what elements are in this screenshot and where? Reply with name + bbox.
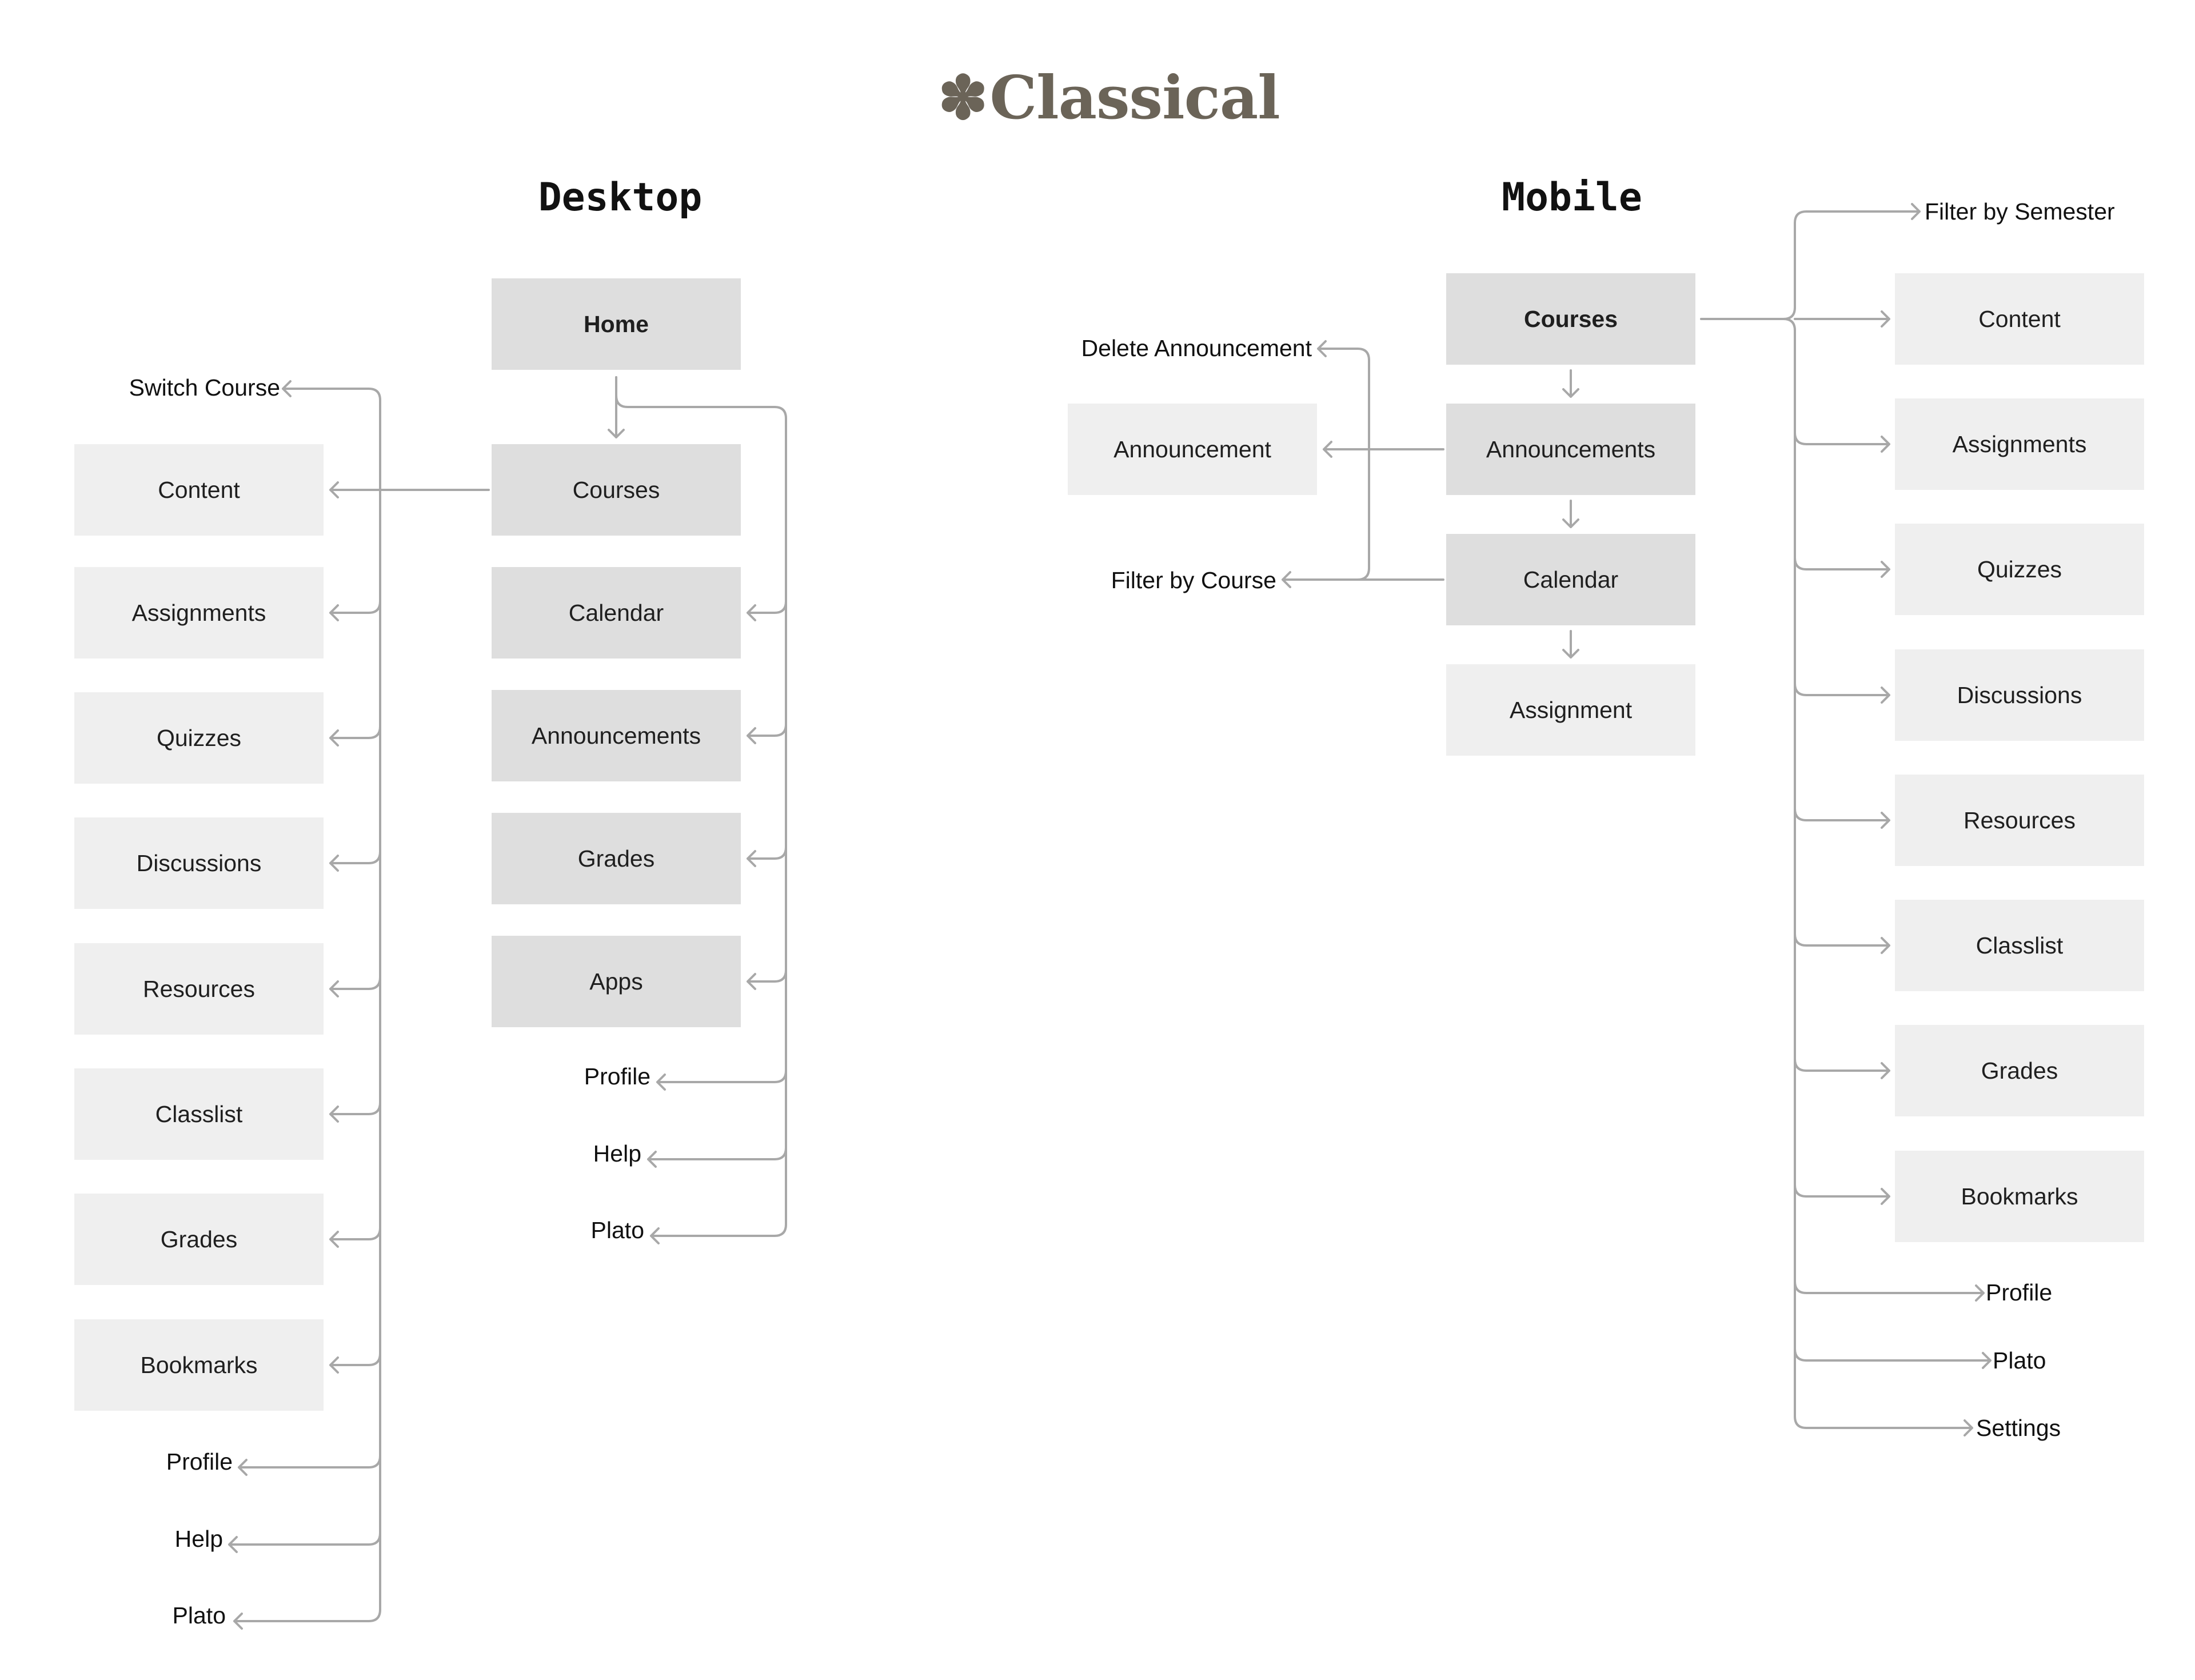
desktop-course-item-classlist: Classlist bbox=[74, 1068, 324, 1160]
desktop-switch-course-label: Switch Course bbox=[129, 374, 280, 401]
desktop-course-branch-0 bbox=[329, 600, 381, 621]
desktop-heading: Desktop bbox=[538, 174, 703, 220]
desktop-course-link-profile: Profile bbox=[166, 1448, 233, 1475]
desktop-nav-branch-profile bbox=[656, 1070, 787, 1091]
desktop-course-branch-profile bbox=[238, 1455, 381, 1476]
desktop-course-branch-6 bbox=[329, 1352, 381, 1374]
desktop-nav-calendar: Calendar bbox=[492, 567, 741, 659]
desktop-nav-branch-plato bbox=[650, 1227, 776, 1244]
switch-course-branch bbox=[282, 380, 381, 401]
mobile-courses-to-announcements bbox=[1562, 369, 1579, 398]
mobile-courses-node: Courses bbox=[1446, 273, 1695, 365]
mobile-course-item-discussions: Discussions bbox=[1895, 649, 2144, 741]
mobile-calendar-to-assignment bbox=[1562, 630, 1579, 659]
desktop-course-item-discussions: Discussions bbox=[74, 817, 324, 909]
desktop-nav-announcements: Announcements bbox=[492, 690, 741, 781]
desktop-course-item-resources: Resources bbox=[74, 943, 324, 1035]
mobile-course-branch-profile bbox=[1794, 1280, 1985, 1302]
mobile-calendar-to-filter bbox=[1282, 571, 1444, 588]
mobile-course-branch-3 bbox=[1794, 808, 1890, 829]
mobile-delete-announcement-label: Delete Announcement bbox=[1081, 334, 1312, 361]
mobile-filter-by-semester-label: Filter by Semester bbox=[1925, 198, 2115, 225]
desktop-nav-link-profile: Profile bbox=[584, 1063, 650, 1090]
logo-text: Classical bbox=[989, 62, 1280, 133]
desktop-course-branch-2 bbox=[329, 851, 381, 872]
mobile-course-item-assignments: Assignments bbox=[1895, 398, 2144, 490]
mobile-course-item-resources: Resources bbox=[1895, 775, 2144, 866]
logo-mark-icon: ✽ bbox=[938, 62, 988, 133]
desktop-nav-apps: Apps bbox=[492, 936, 741, 1027]
desktop-course-item-assignments: Assignments bbox=[74, 567, 324, 659]
mobile-announcements-node: Announcements bbox=[1446, 404, 1695, 495]
courses-to-content-connector bbox=[329, 481, 490, 498]
desktop-course-trunk bbox=[233, 399, 381, 1630]
desktop-course-link-help: Help bbox=[174, 1525, 223, 1552]
mobile-course-branch-4 bbox=[1794, 933, 1890, 954]
mobile-course-item-grades: Grades bbox=[1895, 1025, 2144, 1116]
mobile-filter-by-course-label: Filter by Course bbox=[1111, 566, 1276, 593]
desktop-course-link-plato: Plato bbox=[172, 1602, 226, 1629]
desktop-home-node: Home bbox=[492, 278, 741, 370]
desktop-nav-trunk bbox=[615, 376, 787, 1237]
mobile-course-link-settings: Settings bbox=[1976, 1414, 2061, 1441]
desktop-nav-link-help: Help bbox=[593, 1140, 641, 1167]
mobile-filter-semester-branch bbox=[1700, 203, 1921, 320]
mobile-course-link-plato: Plato bbox=[1993, 1347, 2046, 1374]
desktop-course-branch-help bbox=[228, 1532, 381, 1553]
desktop-course-item-quizzes: Quizzes bbox=[74, 692, 324, 784]
desktop-courses-node: Courses bbox=[492, 444, 741, 536]
mobile-announcements-to-announcement bbox=[1323, 441, 1444, 458]
desktop-nav-branch-2 bbox=[747, 846, 787, 867]
mobile-course-branch-2 bbox=[1794, 683, 1890, 704]
mobile-course-branch-5 bbox=[1794, 1058, 1890, 1079]
mobile-courses-to-content bbox=[1794, 310, 1890, 328]
desktop-nav-branch-1 bbox=[747, 723, 787, 744]
mobile-course-item-content: Content bbox=[1895, 273, 2144, 365]
desktop-course-branch-3 bbox=[329, 976, 381, 997]
desktop-nav-link-plato: Plato bbox=[590, 1216, 644, 1243]
mobile-heading: Mobile bbox=[1502, 174, 1642, 220]
mobile-announcement-node: Announcement bbox=[1068, 404, 1317, 495]
desktop-course-item-grades: Grades bbox=[74, 1194, 324, 1285]
mobile-calendar-node: Calendar bbox=[1446, 534, 1695, 625]
mobile-assignment-node: Assignment bbox=[1446, 664, 1695, 756]
mobile-announcements-to-calendar bbox=[1562, 500, 1579, 528]
mobile-course-branch-1 bbox=[1794, 557, 1890, 578]
classical-logo: ✽ Classical bbox=[937, 57, 1280, 137]
mobile-course-item-classlist: Classlist bbox=[1895, 900, 2144, 991]
desktop-course-item-bookmarks: Bookmarks bbox=[74, 1319, 324, 1411]
desktop-course-branch-1 bbox=[329, 725, 381, 747]
mobile-course-item-bookmarks: Bookmarks bbox=[1895, 1151, 2144, 1242]
mobile-filter-trunk bbox=[1356, 448, 1370, 581]
desktop-course-branch-5 bbox=[329, 1227, 381, 1248]
mobile-course-branch-0 bbox=[1794, 432, 1890, 453]
mobile-course-link-profile: Profile bbox=[1986, 1279, 2053, 1306]
desktop-nav-branch-help bbox=[647, 1147, 787, 1168]
mobile-course-item-quizzes: Quizzes bbox=[1895, 524, 2144, 615]
mobile-delete-announcement-branch bbox=[1317, 340, 1370, 450]
mobile-course-branch-6 bbox=[1794, 1184, 1890, 1205]
mobile-course-trunk bbox=[1782, 318, 1973, 1436]
desktop-nav-grades: Grades bbox=[492, 813, 741, 904]
mobile-course-branch-plato bbox=[1794, 1348, 1992, 1369]
desktop-course-branch-4 bbox=[329, 1102, 381, 1123]
desktop-course-item-content: Content bbox=[74, 444, 324, 536]
desktop-nav-branch-0 bbox=[747, 600, 787, 621]
desktop-nav-branch-3 bbox=[747, 969, 787, 990]
